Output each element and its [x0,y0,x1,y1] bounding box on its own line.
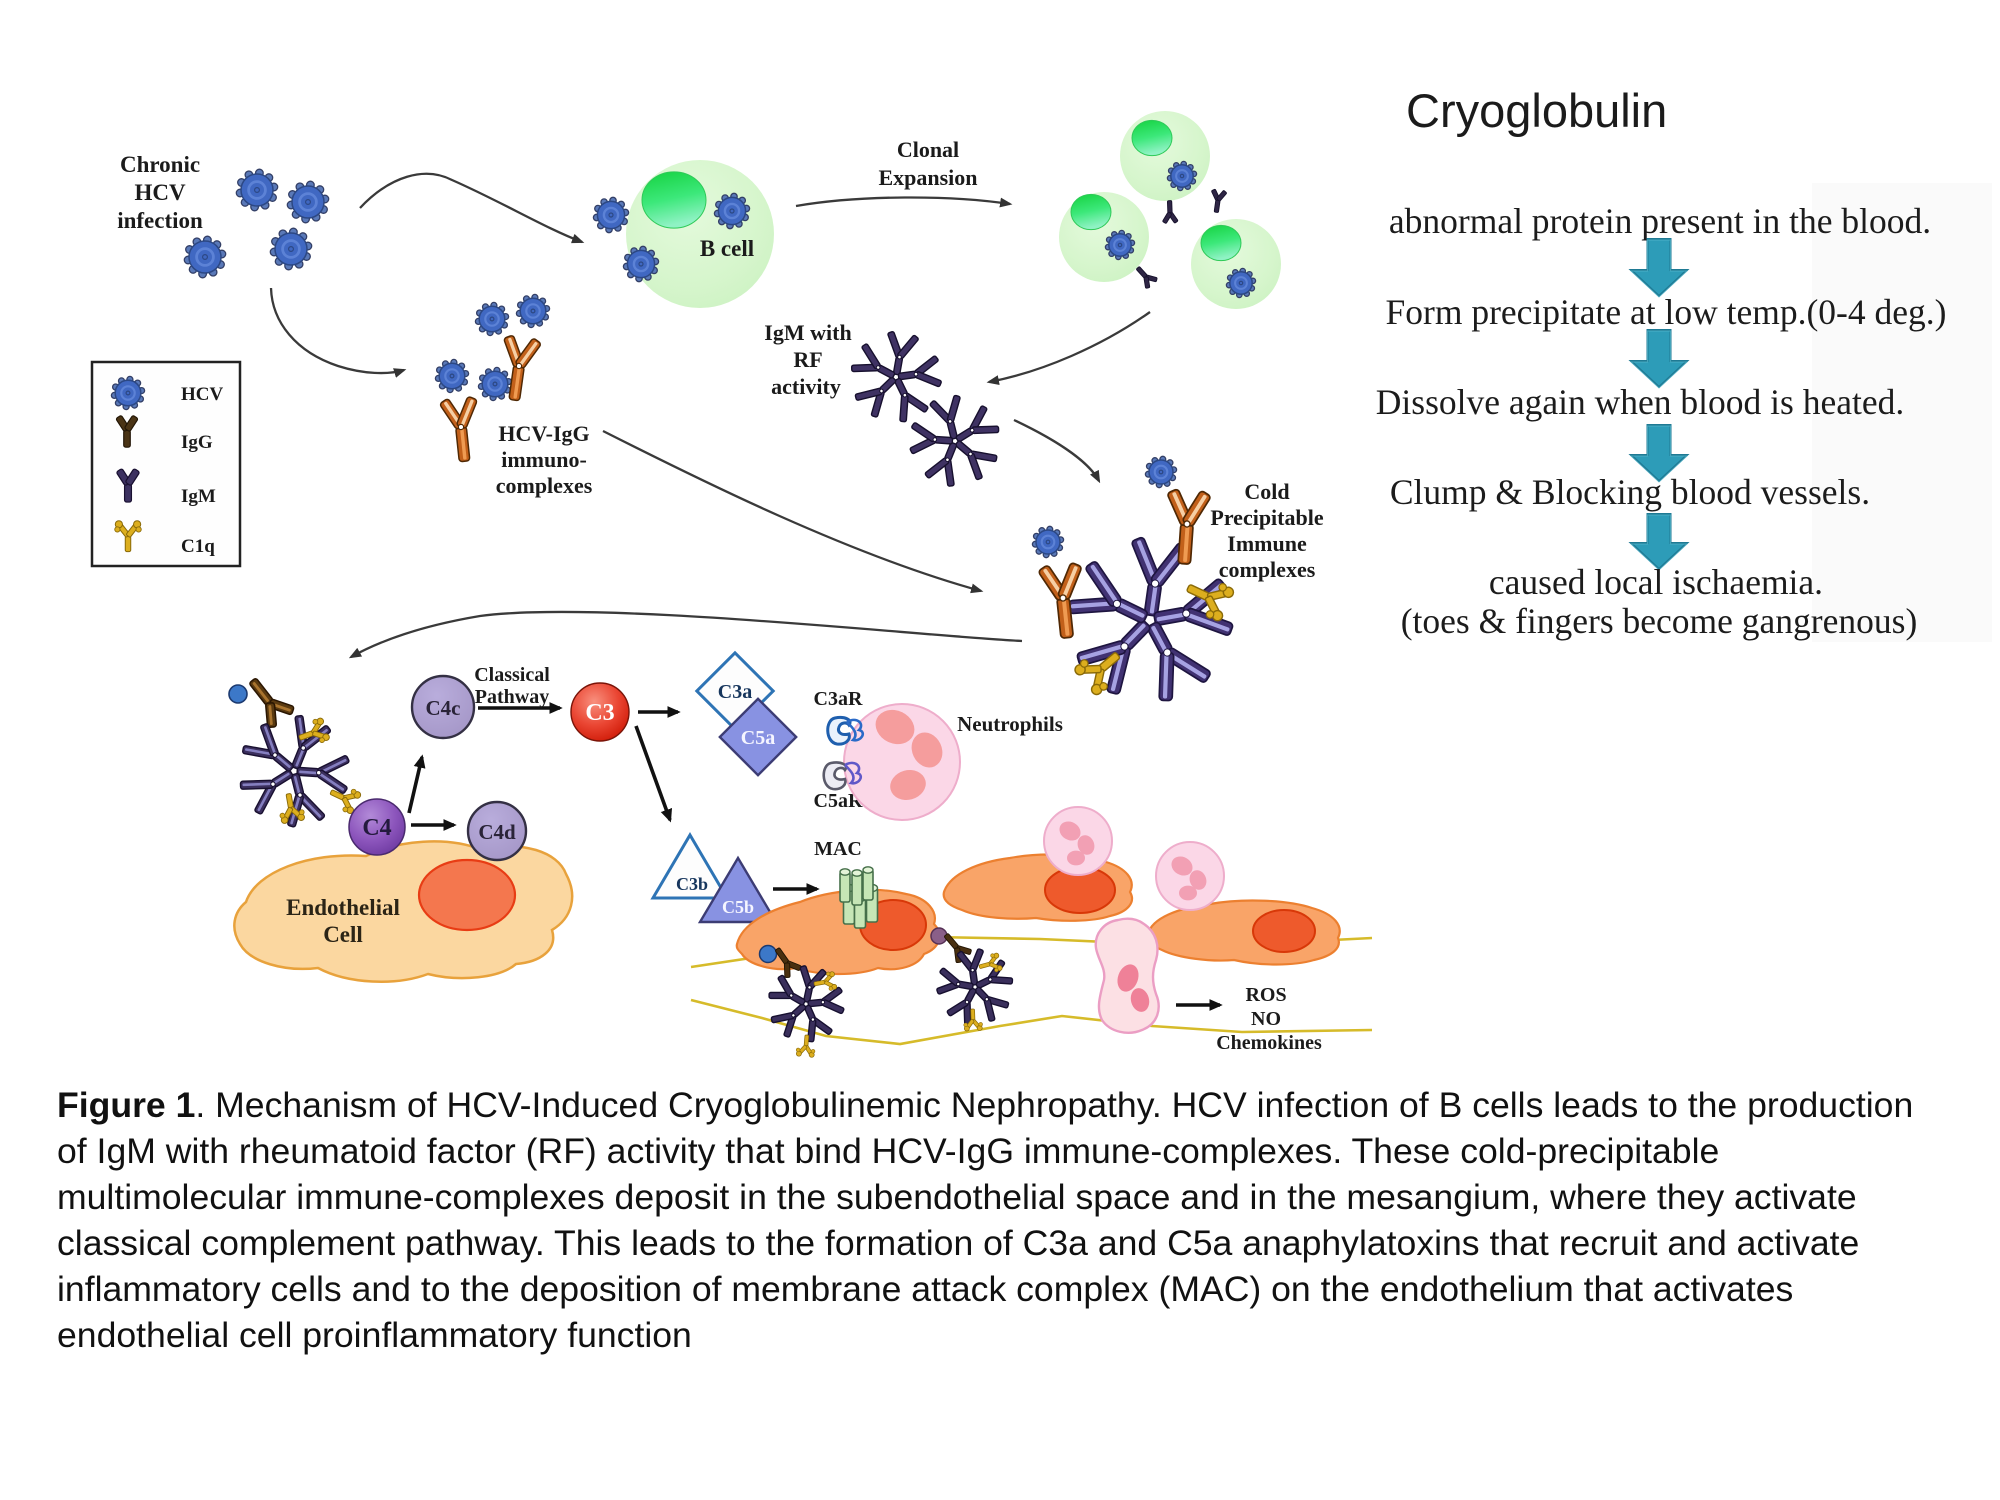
svg-text:abnormal protein present in th: abnormal protein present in the blood. [1389,201,1931,241]
svg-text:C4c: C4c [426,696,461,720]
svg-text:Figure 1. Mechanism of HCV-Ind: Figure 1. Mechanism of HCV-Induced Cryog… [57,1085,1913,1125]
svg-text:immuno-: immuno- [501,447,587,472]
svg-text:HCV: HCV [181,384,224,405]
svg-text:classical complement pathway.: classical complement pathway. This leads… [57,1223,1859,1263]
svg-text:C5b: C5b [722,897,754,917]
svg-text:complexes: complexes [496,473,593,498]
svg-text:C4: C4 [362,815,391,841]
svg-text:(toes & fingers become gangren: (toes & fingers become gangrenous) [1401,601,1918,641]
svg-text:HCV-IgG: HCV-IgG [498,421,589,446]
svg-text:activity: activity [771,374,841,399]
svg-text:of IgM with rheumatoid factor: of IgM with rheumatoid factor (RF) activ… [57,1131,1719,1171]
svg-text:Endothelial: Endothelial [286,895,400,920]
svg-text:C3a: C3a [718,681,752,703]
svg-text:C5a: C5a [741,727,775,749]
svg-text:Cell: Cell [323,922,363,947]
svg-text:Clump & Blocking blood vessels: Clump & Blocking blood vessels. [1390,472,1870,512]
svg-text:Pathway: Pathway [475,686,549,708]
svg-text:Clonal: Clonal [897,137,959,162]
svg-text:infection: infection [117,208,203,233]
svg-text:Chemokines: Chemokines [1216,1032,1322,1054]
svg-text:B cell: B cell [700,236,754,261]
svg-text:C3aR: C3aR [814,688,863,710]
svg-text:Expansion: Expansion [878,165,977,190]
svg-text:inflammatory cells and to the: inflammatory cells and to the deposition… [57,1269,1793,1309]
svg-text:HCV: HCV [134,180,186,205]
svg-text:Immune: Immune [1227,531,1307,556]
svg-text:NO: NO [1251,1008,1281,1030]
svg-text:Chronic: Chronic [120,152,200,177]
svg-text:C3b: C3b [676,874,708,894]
svg-text:C1q: C1q [181,536,215,557]
svg-text:complexes: complexes [1219,557,1316,582]
svg-text:MAC: MAC [814,838,862,860]
svg-text:C5aR: C5aR [814,790,863,812]
svg-text:C3: C3 [585,700,614,726]
svg-text:IgM: IgM [181,486,216,507]
svg-text:Precipitable: Precipitable [1210,505,1323,530]
svg-text:Neutrophils: Neutrophils [957,712,1063,736]
svg-text:multimolecular immune-complexe: multimolecular immune-complexes deposit … [57,1177,1857,1217]
svg-text:Cryoglobulin: Cryoglobulin [1406,84,1667,137]
svg-text:Form precipitate at low temp.(: Form precipitate at low temp.(0-4 deg.) [1386,292,1947,332]
svg-text:RF: RF [793,347,822,372]
svg-text:IgG: IgG [181,432,213,453]
svg-text:Cold: Cold [1244,479,1289,504]
svg-text:endothelial cell proinflammato: endothelial cell proinflammatory functio… [57,1315,692,1355]
svg-text:Classical: Classical [474,664,550,686]
svg-text:Dissolve again when blood is h: Dissolve again when blood is heated. [1376,382,1904,422]
svg-text:ROS: ROS [1245,984,1286,1006]
svg-text:C4d: C4d [478,820,516,844]
svg-text:caused local ischaemia.: caused local ischaemia. [1489,562,1823,602]
svg-text:IgM with: IgM with [764,320,851,345]
